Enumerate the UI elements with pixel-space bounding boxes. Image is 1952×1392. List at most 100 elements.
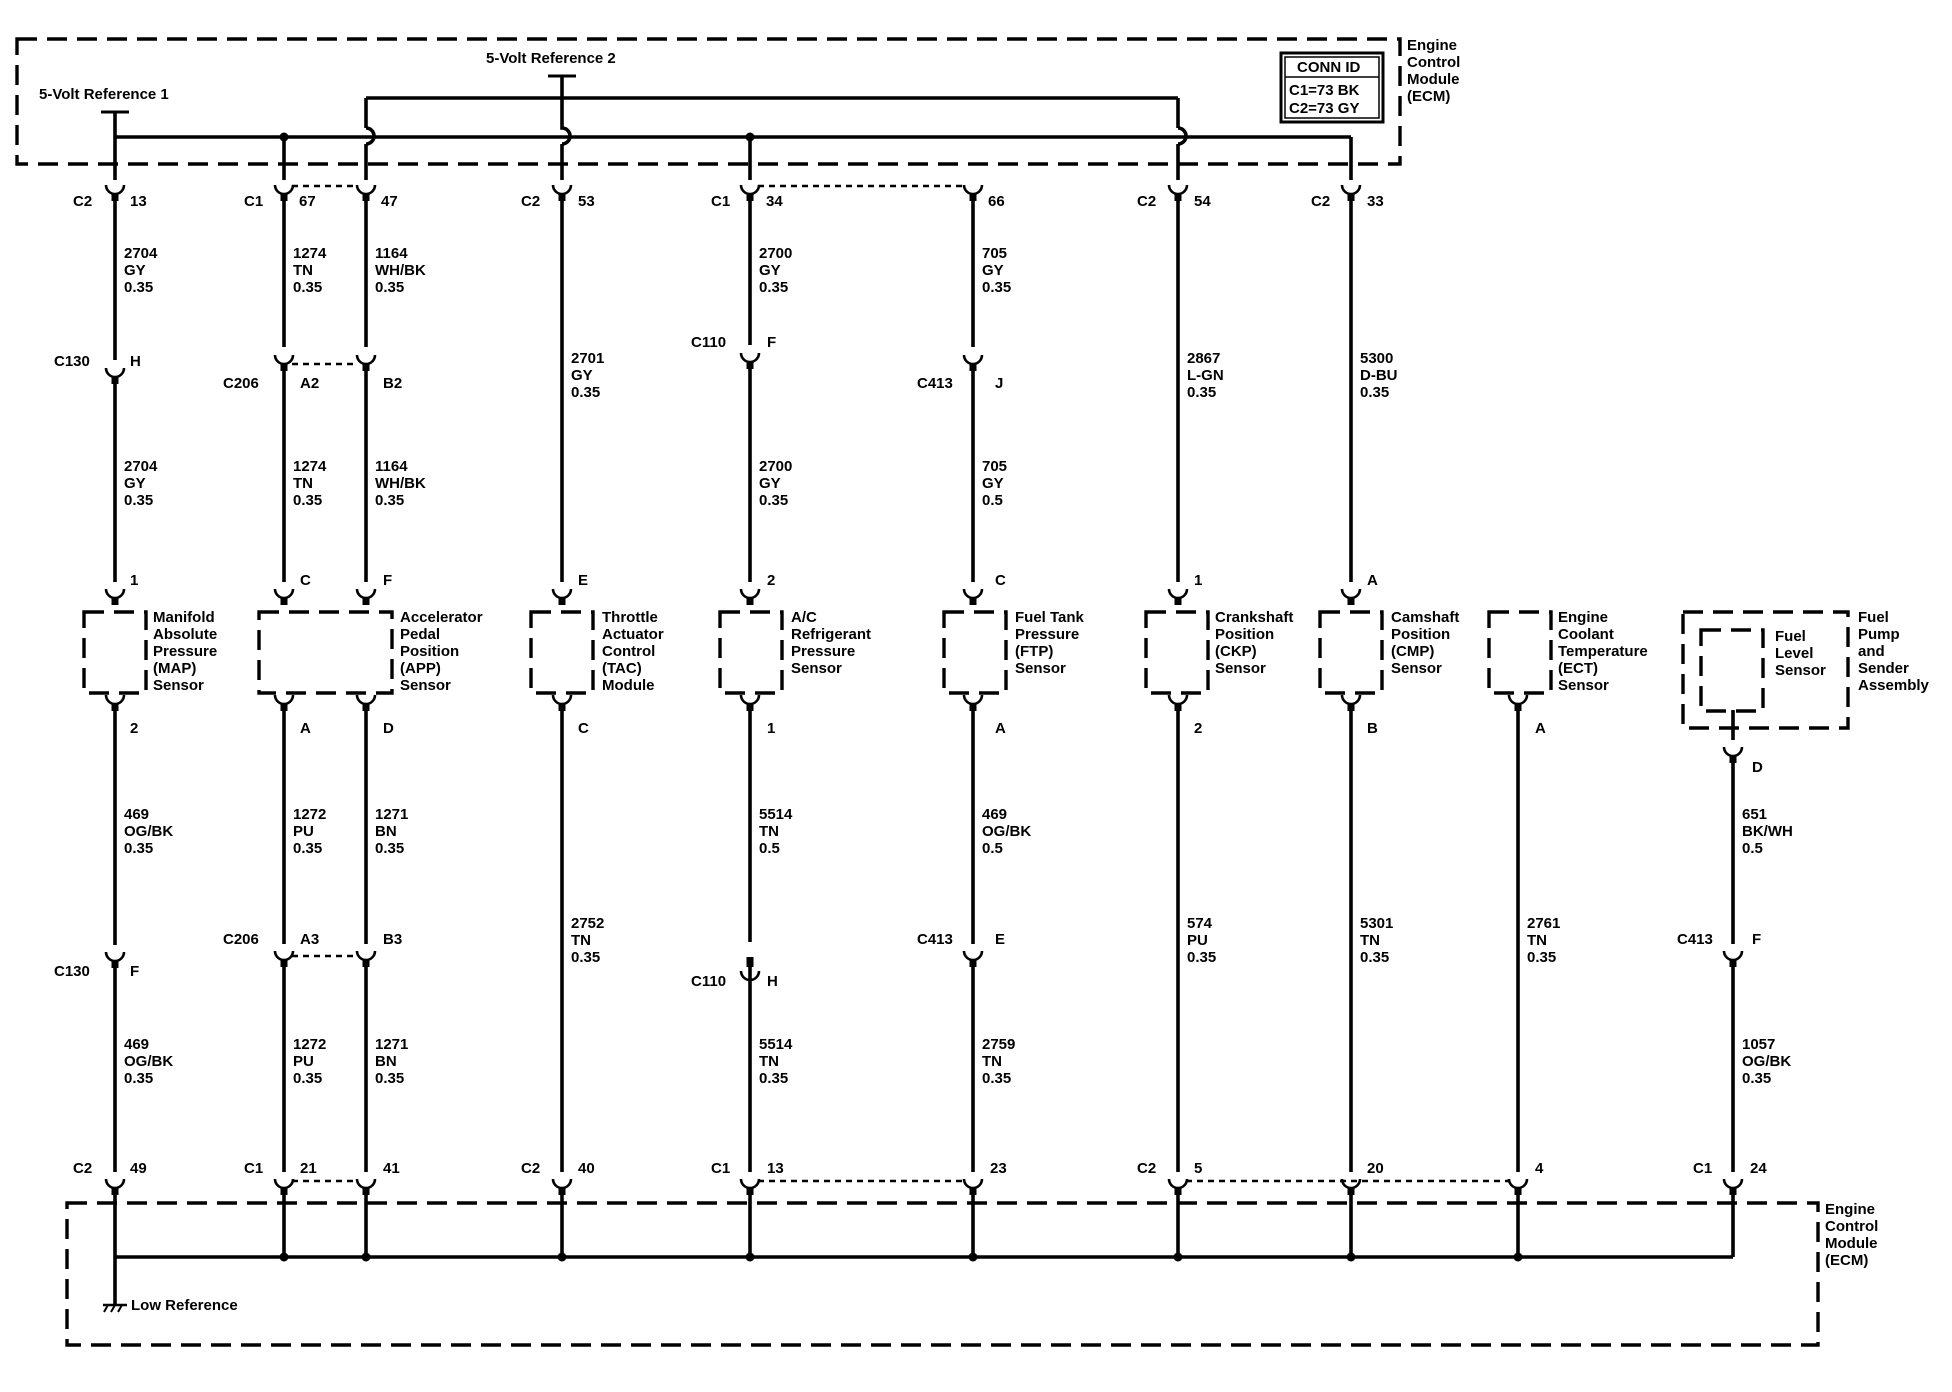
svg-text:BN: BN — [375, 823, 397, 840]
svg-text:Fuel: Fuel — [1775, 628, 1806, 645]
conn-id-title: CONN ID — [1297, 59, 1361, 76]
connector-symbol — [104, 1178, 126, 1195]
app-sensor-label: Accelerator Pedal Position (APP) Sensor — [400, 609, 483, 694]
svg-text:0.35: 0.35 — [1527, 949, 1556, 966]
svg-text:A/C: A/C — [791, 609, 817, 626]
svg-text:1: 1 — [1194, 572, 1202, 589]
svg-text:Module: Module — [1407, 71, 1460, 88]
svg-text:TN: TN — [293, 262, 313, 279]
ftp-sensor-label: Fuel Tank Pressure (FTP) Sensor — [1015, 609, 1085, 677]
svg-text:469: 469 — [982, 806, 1007, 823]
svg-text:0.35: 0.35 — [124, 492, 153, 509]
connector-symbol — [739, 352, 761, 369]
svg-text:67: 67 — [299, 193, 316, 210]
ckp-sensor-label: Crankshaft Position (CKP) Sensor — [1215, 609, 1293, 677]
dashed-connector-links — [292, 184, 1510, 1183]
svg-text:0.35: 0.35 — [1187, 384, 1216, 401]
svg-text:0.35: 0.35 — [1360, 949, 1389, 966]
svg-text:F: F — [383, 572, 392, 589]
svg-text:C110: C110 — [691, 973, 726, 990]
svg-text:OG/BK: OG/BK — [982, 823, 1031, 840]
svg-text:Sensor: Sensor — [1015, 660, 1066, 677]
svg-text:5301: 5301 — [1360, 915, 1393, 932]
svg-text:53: 53 — [578, 193, 595, 210]
svg-text:13: 13 — [767, 1160, 784, 1177]
svg-text:B3: B3 — [383, 931, 402, 948]
connector-symbol — [962, 354, 984, 371]
connector-symbol — [1340, 694, 1362, 711]
conn-id-c2: C2=73 GY — [1289, 100, 1359, 117]
svg-text:Camshaft: Camshaft — [1391, 609, 1459, 626]
connector-symbol — [355, 694, 377, 711]
svg-text:D: D — [1752, 759, 1763, 776]
svg-text:47: 47 — [381, 193, 398, 210]
svg-text:D: D — [383, 720, 394, 737]
svg-text:0.35: 0.35 — [124, 279, 153, 296]
svg-text:TN: TN — [759, 823, 779, 840]
svg-text:Sensor: Sensor — [791, 660, 842, 677]
svg-text:Sensor: Sensor — [1391, 660, 1442, 677]
svg-text:Sensor: Sensor — [1215, 660, 1266, 677]
svg-text:GY: GY — [124, 262, 146, 279]
svg-text:54: 54 — [1194, 193, 1211, 210]
svg-text:574: 574 — [1187, 915, 1213, 932]
component-pin-labels: 1 C F E 2 C 1 A 2 A D C 1 A 2 B A D — [130, 572, 1763, 776]
svg-text:21: 21 — [300, 1160, 317, 1177]
ref1-label: 5-Volt Reference 1 — [39, 86, 169, 103]
svg-text:0.35: 0.35 — [1187, 949, 1216, 966]
svg-text:C2: C2 — [73, 193, 92, 210]
svg-text:(CMP): (CMP) — [1391, 643, 1434, 660]
svg-text:4: 4 — [1535, 1160, 1544, 1177]
connector-symbol — [551, 184, 573, 201]
svg-text:Sensor: Sensor — [400, 677, 451, 694]
svg-text:L-GN: L-GN — [1187, 367, 1224, 384]
ac-sensor-box — [718, 610, 784, 695]
svg-text:1057: 1057 — [1742, 1036, 1775, 1053]
svg-text:C413: C413 — [917, 375, 953, 392]
ect-sensor-box — [1487, 610, 1553, 695]
svg-text:C: C — [995, 572, 1006, 589]
svg-text:Sender: Sender — [1858, 660, 1909, 677]
svg-text:WH/BK: WH/BK — [375, 262, 426, 279]
ftp-sensor-box — [942, 610, 1008, 695]
connector-symbol — [1340, 184, 1362, 201]
connector-symbol — [962, 694, 984, 711]
svg-text:H: H — [767, 973, 778, 990]
ecm-bottom-module-box — [65, 1201, 1820, 1347]
svg-text:0.35: 0.35 — [571, 949, 600, 966]
connector-symbol — [1340, 588, 1362, 605]
svg-text:2704: 2704 — [124, 458, 158, 475]
ecm-bottom-label: Engine Control Module (ECM) — [1825, 1201, 1878, 1269]
svg-text:J: J — [995, 375, 1003, 392]
svg-text:Absolute: Absolute — [153, 626, 217, 643]
tac-module-label: Throttle Actuator Control (TAC) Module — [602, 609, 664, 694]
svg-text:0.35: 0.35 — [293, 492, 322, 509]
svg-text:C1: C1 — [244, 1160, 263, 1177]
connector-symbol — [739, 694, 761, 711]
svg-text:0.5: 0.5 — [1742, 840, 1763, 857]
svg-text:Pressure: Pressure — [1015, 626, 1079, 643]
svg-text:1274: 1274 — [293, 458, 327, 475]
ecm-top-module-box — [15, 37, 1402, 166]
svg-text:C130: C130 — [54, 963, 90, 980]
svg-text:41: 41 — [383, 1160, 400, 1177]
svg-text:0.5: 0.5 — [982, 840, 1003, 857]
svg-text:1164: 1164 — [375, 458, 408, 475]
svg-text:2867: 2867 — [1187, 350, 1220, 367]
conn-id-c1: C1=73 BK — [1289, 82, 1360, 99]
svg-text:B: B — [1367, 720, 1378, 737]
svg-text:40: 40 — [578, 1160, 595, 1177]
connector-symbol — [355, 184, 377, 201]
